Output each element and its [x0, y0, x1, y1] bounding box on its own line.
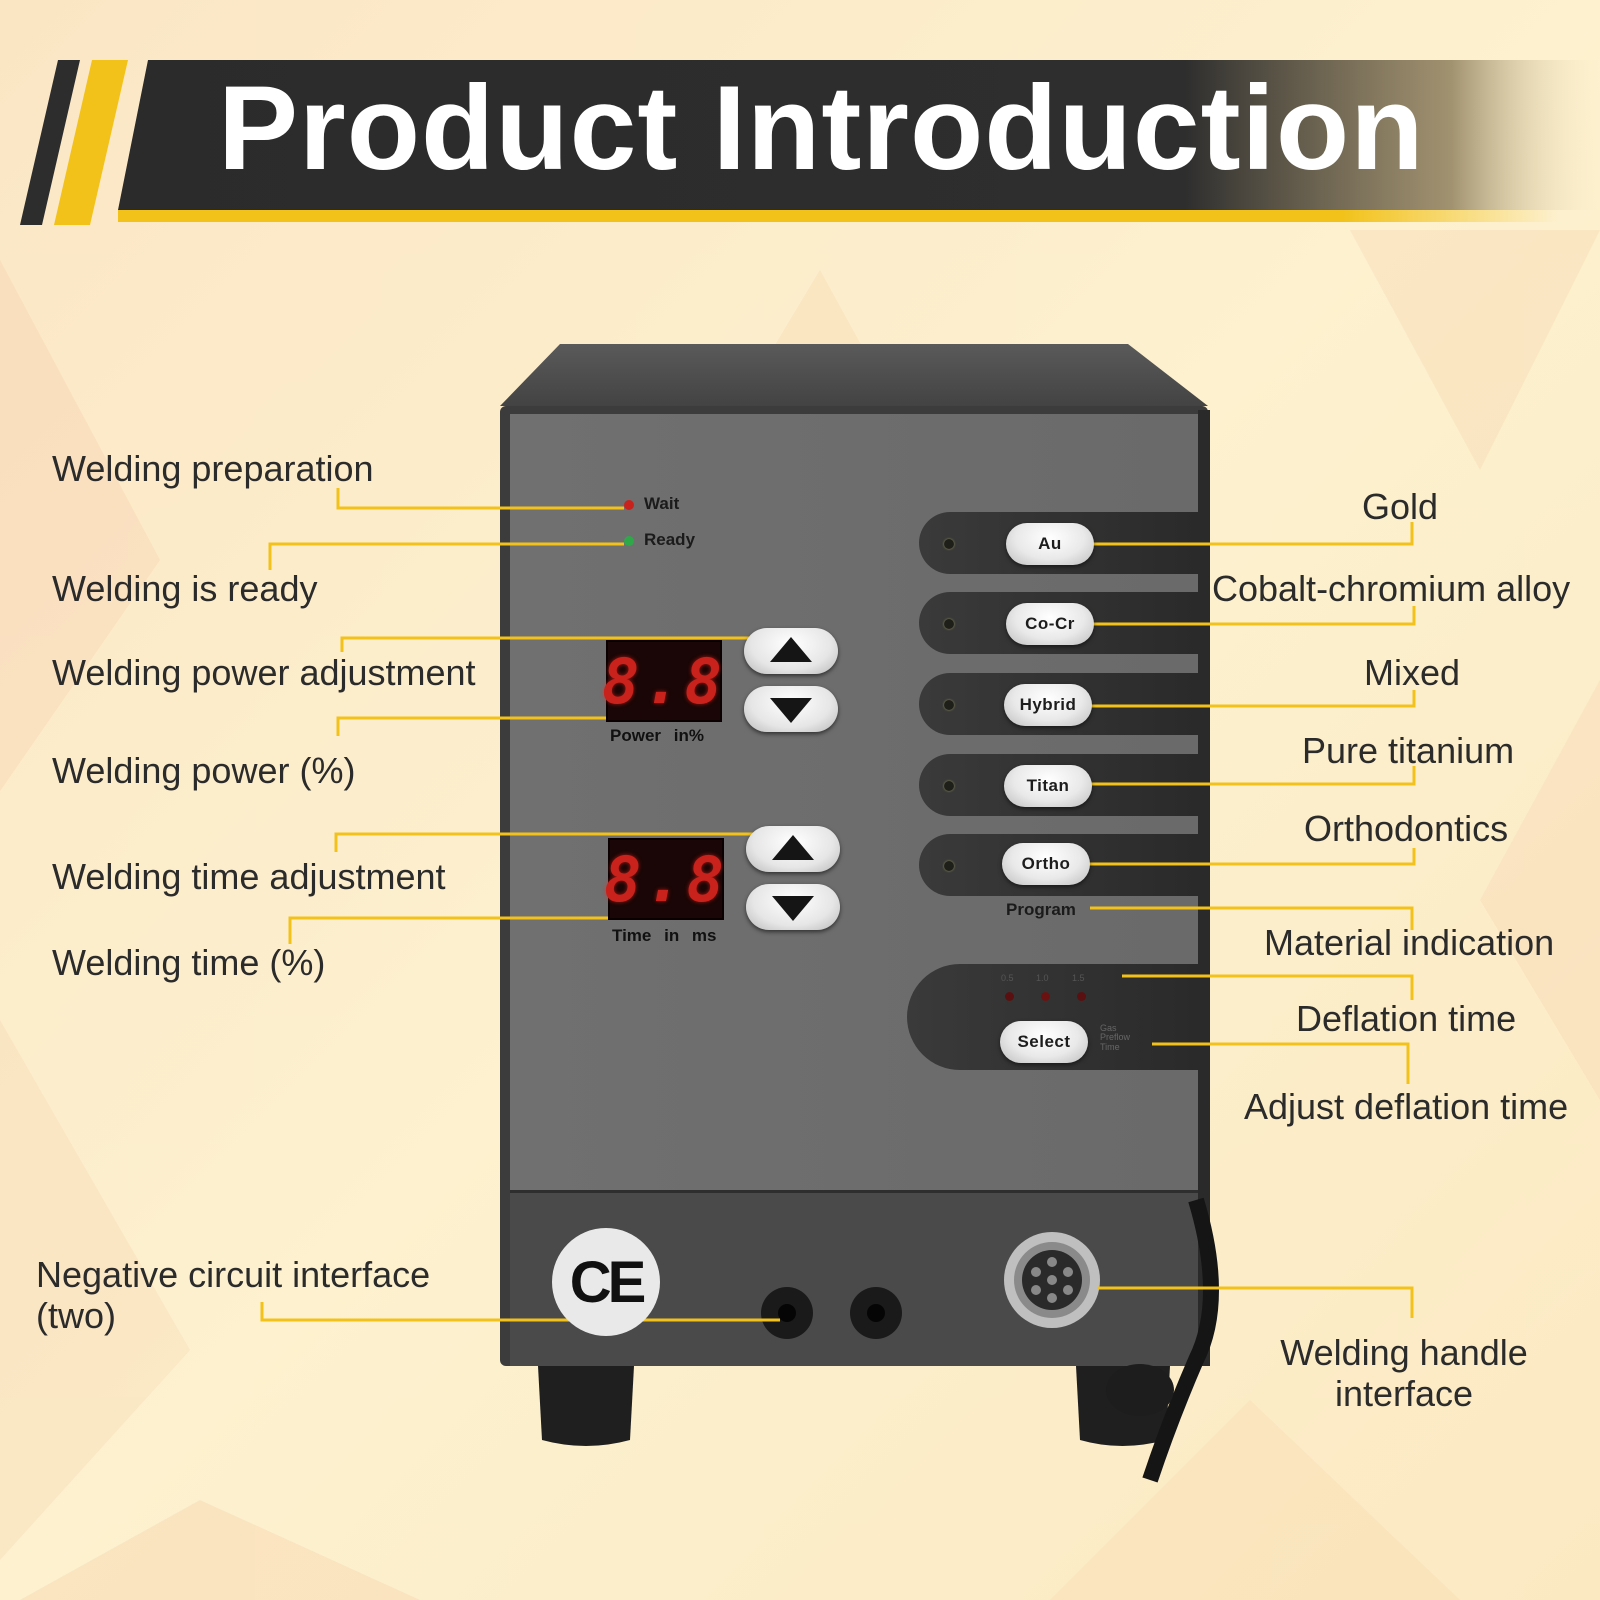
label-time-percent: Welding time (%)	[52, 942, 326, 983]
label-negative-line2: (two)	[36, 1295, 116, 1337]
label-orthodontics: Orthodontics	[1304, 808, 1509, 849]
gas-note-line3: Time	[1100, 1041, 1120, 1052]
program-led-hybrid	[944, 700, 954, 710]
label-deflation-time: Deflation time	[1296, 998, 1517, 1039]
program-label: Program	[1006, 900, 1076, 919]
select-button[interactable]: Select	[1000, 1021, 1088, 1063]
label-power-percent: Welding power (%)	[52, 750, 356, 791]
gas-led-15	[1077, 992, 1086, 1001]
gas-preflow-note: Gas Preflow Time	[1100, 1023, 1131, 1052]
ready-led	[624, 536, 634, 546]
program-button-ortho[interactable]: Ortho	[1002, 843, 1090, 885]
label-adjust-deflation: Adjust deflation time	[1244, 1086, 1569, 1127]
leader-lines	[260, 488, 1416, 1322]
page-title: Product Introduction	[218, 61, 1425, 195]
program-button-titan[interactable]: Titan	[1004, 765, 1092, 807]
label-negative-circuit: Negative circuit interface (two)	[36, 1254, 430, 1337]
program-led-cocr	[944, 619, 954, 629]
label-welding-ready: Welding is ready	[52, 568, 318, 609]
power-display: 8.8	[602, 640, 722, 722]
time-up-button[interactable]	[746, 826, 840, 872]
arrow-up-icon	[770, 637, 812, 662]
time-down-button[interactable]	[746, 884, 840, 930]
gas-note-line1: Gas	[1100, 1023, 1117, 1033]
label-gold: Gold	[1362, 486, 1439, 527]
label-cobalt: Cobalt-chromium alloy	[1212, 568, 1571, 609]
program-led-titan	[944, 781, 954, 791]
label-mixed: Mixed	[1364, 652, 1461, 693]
gas-led-10	[1041, 992, 1050, 1001]
gas-scale-05: 0.5	[1001, 973, 1014, 983]
label-welding-preparation: Welding preparation	[52, 448, 374, 489]
program-button-hybrid[interactable]: Hybrid	[1004, 684, 1092, 726]
arrow-down-icon	[772, 896, 814, 921]
program-led-ortho	[944, 861, 954, 871]
power-up-button[interactable]	[744, 628, 838, 674]
wait-label: Wait	[644, 494, 680, 513]
ready-label: Ready	[644, 530, 696, 549]
label-power-adjustment: Welding power adjustment	[52, 652, 476, 693]
label-handle-line2: interface	[1334, 1373, 1474, 1415]
gas-note-line2: Preflow	[1100, 1032, 1131, 1043]
label-welding-handle: Welding handle interface	[1270, 1332, 1538, 1415]
arrow-down-icon	[770, 698, 812, 723]
time-display: 8.8	[604, 838, 724, 920]
gas-scale-10: 1.0	[1036, 973, 1049, 983]
label-handle-line1: Welding handle	[1280, 1332, 1528, 1373]
program-led-au	[944, 539, 954, 549]
time-display-label: Time in ms	[612, 926, 717, 945]
label-time-adjustment: Welding time adjustment	[52, 856, 446, 897]
power-display-label: Power in%	[610, 726, 704, 745]
label-titanium: Pure titanium	[1302, 730, 1515, 771]
gas-led-05	[1005, 992, 1014, 1001]
gas-scale-15: 1.5	[1072, 973, 1085, 983]
program-button-cocr[interactable]: Co-Cr	[1006, 603, 1094, 645]
label-material-indication: Material indication	[1264, 922, 1555, 963]
label-negative-line1: Negative circuit interface	[36, 1254, 431, 1295]
wait-led	[624, 500, 634, 510]
power-down-button[interactable]	[744, 686, 838, 732]
ce-mark-icon: CE	[552, 1228, 660, 1336]
program-button-au[interactable]: Au	[1006, 523, 1094, 565]
arrow-up-icon	[772, 835, 814, 860]
